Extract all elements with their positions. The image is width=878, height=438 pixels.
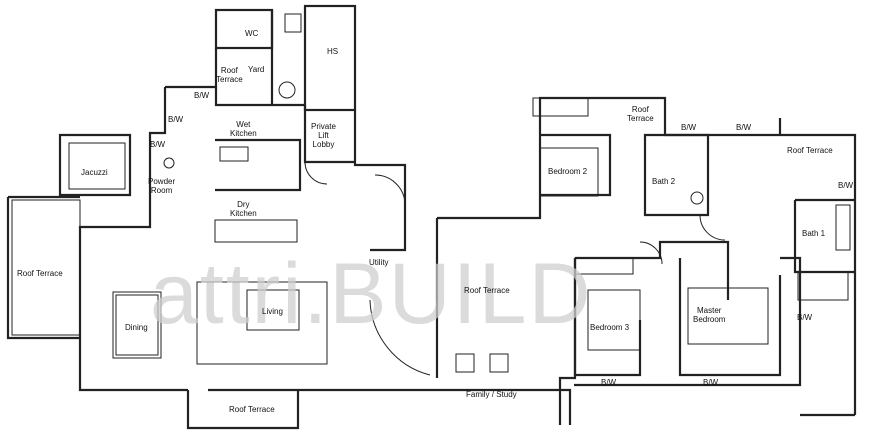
dining-table-inner	[115, 294, 159, 356]
label-dry-kitchen: Dry Kitchen	[230, 200, 257, 218]
label-bath1: Bath 1	[802, 229, 826, 238]
toilet-bath2-icon	[690, 191, 704, 205]
bath2-walls	[643, 133, 710, 217]
bw-bath1: B/W	[838, 181, 854, 190]
bottom-terrace-outline	[186, 390, 300, 430]
yard-walls	[214, 10, 305, 107]
bw-bed2-a: B/W	[681, 123, 697, 132]
sofa-outline	[196, 281, 328, 365]
bedroom3-master-walls	[573, 258, 782, 377]
bw-wet: B/W	[168, 115, 184, 124]
hs-room-outline	[303, 4, 357, 112]
label-utility: Utility	[369, 258, 389, 267]
label-roof-terrace-small: Roof Terrace	[216, 66, 243, 84]
label-master-bedroom: Master Bedroom	[693, 306, 726, 324]
toilet-powder-icon	[163, 157, 175, 169]
label-dining: Dining	[125, 323, 148, 332]
coffee-table	[246, 289, 300, 331]
door-swing-utility	[374, 174, 406, 206]
curved-wall-family	[369, 299, 431, 376]
bw-bottom-a: B/W	[601, 378, 617, 387]
label-bedroom3: Bedroom 3	[590, 323, 630, 332]
label-family-study: Family / Study	[466, 390, 517, 399]
bathtub	[797, 271, 849, 301]
label-hs: HS	[327, 47, 339, 56]
bed-bedroom2	[539, 147, 599, 197]
label-roof-terrace-bottom: Roof Terrace	[229, 405, 275, 414]
door-swing-bedroom3	[639, 241, 663, 265]
bw-bottom-b: B/W	[703, 378, 719, 387]
terrace-left-inner	[11, 199, 81, 336]
island-counter	[214, 219, 298, 243]
bw-bed2-b: B/W	[736, 123, 752, 132]
jacuzzi-walls	[58, 133, 132, 197]
wc-vanity	[284, 13, 302, 33]
bw-master: B/W	[797, 313, 813, 322]
label-wc: WC	[245, 29, 259, 38]
jacuzzi-tub	[68, 142, 126, 190]
label-private-lift-lobby: Private Lift Lobby	[311, 122, 336, 149]
label-bedroom2: Bedroom 2	[548, 167, 588, 176]
label-roof-terrace-center: Roof Terrace	[464, 286, 510, 295]
label-yard: Yard	[248, 65, 265, 74]
door-swing-bath2	[699, 214, 726, 241]
interior-walls	[353, 96, 857, 417]
label-powder-room: Powder Room	[148, 177, 176, 195]
sink-wet-kitchen	[219, 146, 249, 162]
bedroom2-walls	[540, 133, 612, 197]
left-terrace-outline	[6, 195, 80, 340]
label-roof-terrace-right: Roof Terrace	[787, 146, 833, 155]
vanity-bath1	[835, 204, 851, 251]
bw-lobby: B/W	[194, 91, 210, 100]
bed-bedroom3	[587, 289, 641, 351]
label-wet-kitchen: Wet Kitchen	[230, 120, 257, 138]
label-bath2: Bath 2	[652, 177, 676, 186]
label-jacuzzi: Jacuzzi	[81, 168, 108, 177]
wc-room-outline	[214, 8, 274, 50]
label-roof-terrace-top: Roof Terrace	[627, 105, 654, 123]
dining-table	[112, 291, 162, 359]
wardrobe-bedroom2	[532, 97, 589, 117]
study-chair-2	[489, 353, 509, 373]
label-roof-terrace-left: Roof Terrace	[17, 269, 63, 278]
wardrobe-bedroom3	[574, 257, 634, 275]
main-outer-walls	[78, 85, 802, 425]
watermark-text: attri.BUILD	[150, 246, 593, 342]
washer-icon	[278, 81, 296, 99]
bw-powder: B/W	[150, 140, 166, 149]
label-living: Living	[262, 307, 283, 316]
bed-master	[687, 287, 769, 345]
study-chair-1	[455, 353, 475, 373]
door-swing-lobby	[304, 161, 328, 185]
kitchen-walls	[215, 138, 302, 192]
